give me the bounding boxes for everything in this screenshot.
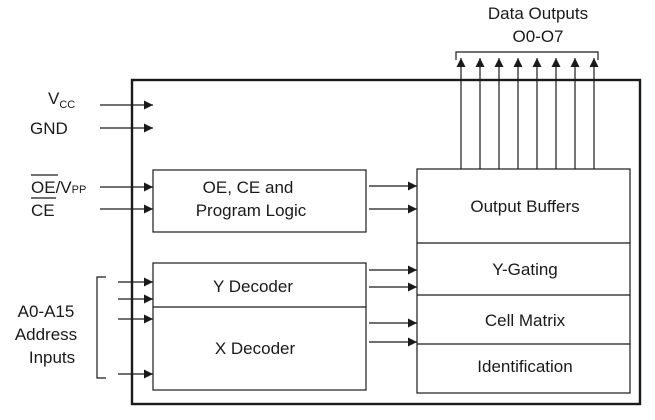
gnd-label: GND: [30, 119, 68, 138]
output-bracket: [455, 51, 599, 60]
ce-label: CE: [31, 201, 55, 220]
vcc-label: VCC: [48, 89, 75, 111]
y-gating-label: Y-Gating: [492, 260, 558, 279]
address-label-line1: A0-A15: [18, 302, 75, 321]
x-decoder-label: X Decoder: [215, 339, 296, 358]
control-logic-line2: Program Logic: [196, 201, 307, 220]
address-label-line2: Address: [15, 325, 77, 344]
oe-vpp-label: OE/VPP: [31, 178, 86, 197]
output-buffers-label: Output Buffers: [470, 197, 579, 216]
cell-matrix-label: Cell Matrix: [485, 311, 566, 330]
data-outputs-title: Data Outputs: [488, 4, 588, 23]
address-bracket: [96, 276, 106, 379]
y-decoder-label: Y Decoder: [213, 277, 293, 296]
decoder-block: [152, 262, 367, 391]
data-outputs-range: O0-O7: [512, 27, 563, 46]
control-logic-block: [152, 169, 367, 233]
address-label-line3: Inputs: [29, 348, 75, 367]
identification-label: Identification: [477, 357, 572, 376]
memory-array-block: [416, 168, 631, 394]
control-logic-line1: OE, CE and: [203, 178, 294, 197]
output-arrows: [456, 58, 599, 169]
